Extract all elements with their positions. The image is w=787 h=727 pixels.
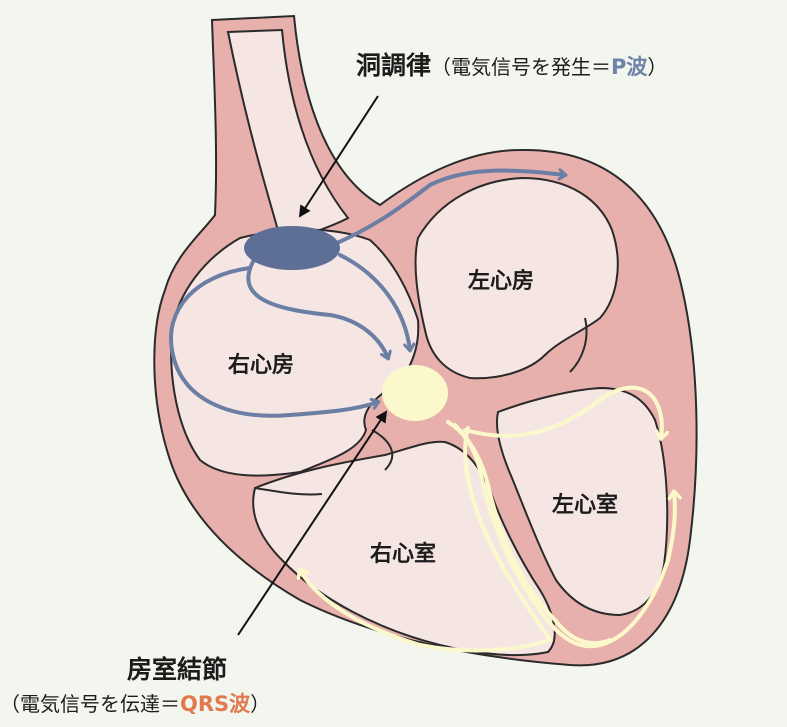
right-ventricle-label: 右心室: [370, 536, 436, 568]
av-node-desc-open: （電気信号を伝達＝: [0, 692, 180, 716]
left-ventricle-label: 左心室: [552, 487, 618, 519]
p-wave-text: P波: [611, 55, 647, 79]
sa-node-title: 洞調律: [356, 51, 431, 80]
av-node-desc: （電気信号を伝達＝QRS波）: [0, 688, 270, 718]
av-node: [382, 365, 448, 421]
right-atrium-label: 右心房: [228, 347, 294, 379]
sa-node-desc-open: （電気信号を発生＝: [431, 55, 611, 79]
av-node-title: 房室結節: [127, 650, 227, 686]
sa-node: [244, 226, 340, 270]
qrs-wave-text: QRS波: [180, 692, 250, 716]
left-atrium-label: 左心房: [468, 263, 534, 295]
av-node-desc-close: ）: [250, 692, 270, 716]
sa-node-desc-close: ）: [647, 55, 667, 79]
sa-node-label: 洞調律（電気信号を発生＝P波）: [356, 46, 667, 82]
